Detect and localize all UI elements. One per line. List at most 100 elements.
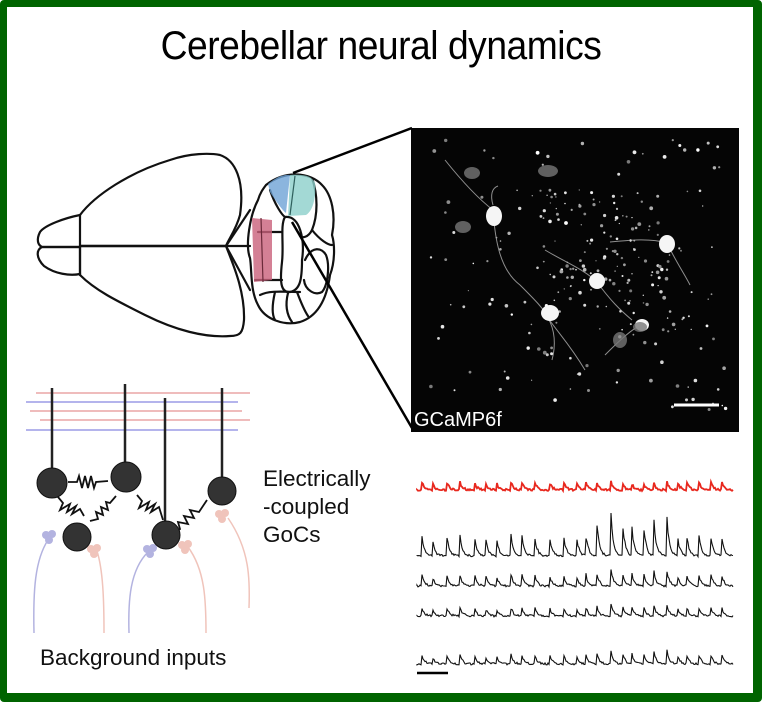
micrograph-speckle bbox=[614, 270, 616, 272]
coupling-label-line: -coupled bbox=[263, 494, 350, 519]
highlighted-calcium-trace bbox=[416, 478, 734, 494]
micrograph-speckle bbox=[503, 370, 506, 373]
olfactory-bulb-upper bbox=[36, 213, 82, 249]
micrograph-speckle bbox=[632, 333, 635, 336]
micrograph-speckle bbox=[649, 378, 653, 383]
micrograph-speckle bbox=[486, 260, 489, 263]
micrograph-speckle bbox=[429, 256, 433, 259]
micrograph-speckle bbox=[616, 253, 619, 256]
micrograph-speckle bbox=[657, 285, 659, 287]
micrograph-speckle bbox=[712, 166, 717, 170]
micrograph-speckle bbox=[518, 206, 522, 211]
micrograph-speckle bbox=[581, 264, 586, 268]
micrograph-speckle bbox=[687, 386, 689, 388]
micrograph-speckle bbox=[678, 144, 682, 147]
micrograph-speckle bbox=[624, 299, 626, 302]
micrograph-speckle bbox=[615, 237, 619, 241]
micrograph-speckle bbox=[575, 268, 577, 271]
micrograph-speckle bbox=[542, 245, 546, 248]
micrograph-speckle bbox=[716, 145, 720, 149]
micrograph-speckle bbox=[645, 302, 649, 307]
micrograph-speckle bbox=[578, 203, 581, 206]
micrograph-speckle bbox=[682, 316, 685, 319]
micrograph-speckle bbox=[449, 303, 452, 306]
micrograph-speckle bbox=[550, 346, 553, 350]
neuron-soma bbox=[486, 206, 502, 226]
micrograph-speckle bbox=[690, 291, 693, 294]
micrograph-speckle bbox=[555, 196, 557, 198]
micrograph-speckle bbox=[499, 248, 502, 251]
micrograph-speckle bbox=[548, 219, 552, 224]
micrograph-speckle bbox=[546, 154, 550, 159]
micrograph-speckle bbox=[616, 265, 618, 267]
micrograph-speckle bbox=[583, 212, 587, 216]
micrograph-speckle bbox=[564, 202, 566, 205]
micrograph-speckle bbox=[585, 364, 589, 368]
micrograph-speckle bbox=[580, 141, 585, 146]
micrograph-speckle bbox=[603, 231, 606, 234]
micrograph-speckle bbox=[603, 213, 607, 218]
micrograph-speckle bbox=[535, 150, 540, 155]
figure-title: Cerebellar neural dynamics bbox=[160, 24, 602, 68]
micrograph-speckle bbox=[462, 305, 466, 309]
micrograph-speckle bbox=[467, 290, 469, 292]
micrograph-speckle bbox=[641, 152, 644, 155]
micrograph-speckle bbox=[632, 311, 635, 315]
micrograph-speckle bbox=[656, 194, 660, 198]
micrograph-speckle bbox=[668, 254, 671, 256]
background-input-fibers bbox=[33, 517, 251, 634]
brain-diagram bbox=[36, 152, 336, 338]
zoom-line-bottom bbox=[290, 221, 414, 429]
micrograph-speckle bbox=[629, 300, 631, 302]
micrograph-speckle bbox=[453, 389, 456, 392]
coupling-label-line: Electrically bbox=[263, 466, 371, 491]
olfactory-bulb-lower bbox=[36, 245, 82, 276]
micrograph-speckle bbox=[642, 302, 645, 304]
micrograph-speckle bbox=[437, 337, 440, 340]
micrograph-speckle bbox=[636, 192, 639, 195]
micrograph-speckle bbox=[608, 278, 612, 282]
micrograph-speckle bbox=[622, 215, 624, 217]
micrograph-speckle bbox=[637, 222, 642, 227]
micrograph-speckle bbox=[537, 347, 541, 351]
calcium-trace bbox=[416, 649, 734, 666]
micrograph-speckle bbox=[711, 246, 713, 249]
golgi-cell bbox=[36, 467, 68, 499]
micrograph-speckle bbox=[614, 219, 617, 222]
micrograph-speckle bbox=[557, 291, 560, 294]
micrograph-speckle bbox=[674, 328, 676, 330]
neuron-soma bbox=[659, 235, 675, 253]
micrograph-speckle bbox=[680, 249, 682, 252]
micrograph-speckle bbox=[675, 384, 680, 388]
micrograph-speckle bbox=[667, 330, 670, 333]
micrograph-speckle bbox=[618, 289, 621, 292]
micrograph-speckle bbox=[553, 299, 556, 302]
micrograph-speckle bbox=[658, 264, 662, 269]
micrograph-speckle bbox=[655, 270, 660, 275]
micrograph-speckle bbox=[671, 322, 676, 327]
micrograph-speckle bbox=[523, 300, 527, 304]
micrograph-speckle bbox=[629, 289, 633, 293]
micrograph-speckle bbox=[596, 269, 600, 273]
calcium-trace bbox=[416, 512, 734, 559]
micrograph-speckle bbox=[614, 216, 619, 220]
micrograph-speckle bbox=[548, 188, 552, 192]
micrograph-speckle bbox=[712, 337, 715, 341]
micrograph-speckle bbox=[578, 189, 580, 191]
micrograph-speckle bbox=[444, 138, 448, 143]
micrograph-speckle bbox=[569, 267, 572, 271]
micrograph-speckle bbox=[687, 315, 690, 318]
micrograph-speckle bbox=[510, 313, 513, 316]
micrograph-speckle bbox=[472, 262, 475, 265]
micrograph-speckle bbox=[706, 141, 710, 145]
micrograph-speckle bbox=[683, 148, 687, 152]
micrograph-speckle bbox=[582, 267, 587, 272]
micrograph-speckle bbox=[668, 310, 672, 313]
micrograph-speckle bbox=[564, 191, 567, 195]
coupling-label-line: GoCs bbox=[263, 522, 321, 547]
micrograph-speckle bbox=[444, 211, 447, 214]
micrograph-speckle bbox=[600, 224, 604, 228]
micrograph-speckle bbox=[642, 294, 644, 296]
lobule-region-teal bbox=[288, 174, 316, 216]
